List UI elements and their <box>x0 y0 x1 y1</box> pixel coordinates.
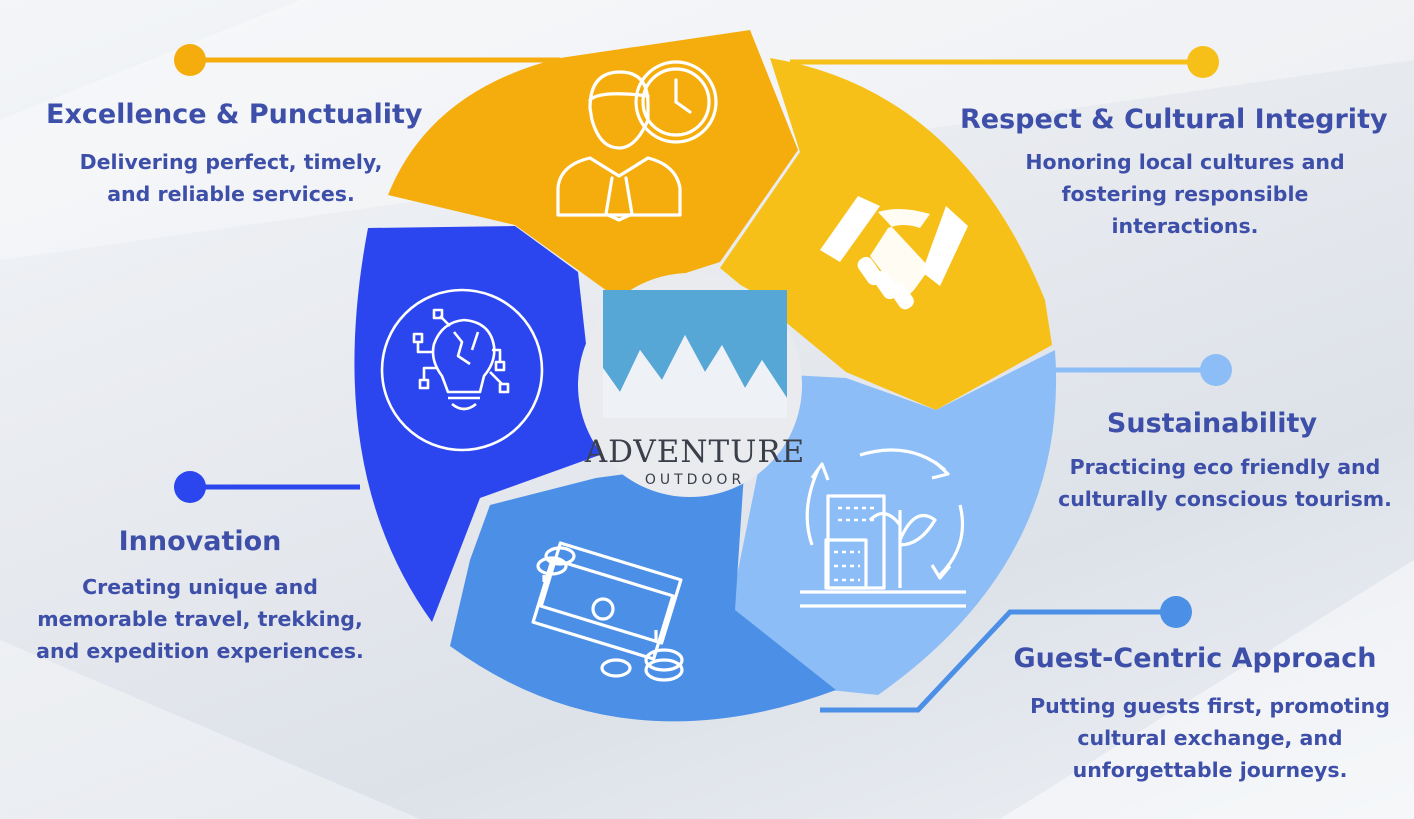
heading-respect: Respect & Cultural Integrity <box>960 104 1388 135</box>
desc-line: Putting guests first, promoting <box>1030 694 1390 718</box>
desc-line: and expedition experiences. <box>36 639 364 663</box>
handshake-icon <box>820 196 968 310</box>
desc-innovation: Creating unique and memorable travel, tr… <box>10 571 390 667</box>
businessman-clock-icon <box>556 60 718 222</box>
segment-excellence <box>388 30 798 296</box>
desc-line: Practicing eco friendly and <box>1069 455 1381 479</box>
adventure-logo <box>603 290 787 418</box>
desc-line: Creating unique and <box>82 575 318 599</box>
money-coins-icon <box>531 541 684 682</box>
logo-brand-text: ADVENTURE <box>584 434 806 470</box>
desc-guest: Putting guests first, promoting cultural… <box>1010 690 1410 786</box>
heading-innovation: Innovation <box>118 526 282 557</box>
heading-excellence: Excellence & Punctuality <box>46 99 423 130</box>
logo-sub-text: OUTDOOR <box>645 472 745 488</box>
desc-respect: Honoring local cultures and fostering re… <box>980 146 1390 242</box>
heading-guest: Guest-Centric Approach <box>1013 643 1377 674</box>
segment-guest <box>450 458 836 722</box>
connector-innovation <box>174 471 360 503</box>
connector-guest <box>820 596 1192 713</box>
connector-sustainability <box>1040 354 1232 386</box>
desc-line: culturally conscious tourism. <box>1058 487 1392 511</box>
desc-line: fostering responsible <box>1061 182 1309 206</box>
connector-excellence <box>174 44 560 76</box>
desc-line: unforgettable journeys. <box>1072 758 1348 782</box>
heading-sustainability: Sustainability <box>1106 408 1318 439</box>
lightbulb-circuit-icon <box>380 288 544 452</box>
connector-respect <box>790 46 1219 78</box>
desc-excellence: Delivering perfect, timely, and reliable… <box>26 146 436 210</box>
desc-line: and reliable services. <box>107 182 355 206</box>
desc-line: interactions. <box>1111 214 1259 238</box>
segment-innovation <box>354 226 608 622</box>
desc-line: cultural exchange, and <box>1077 726 1343 750</box>
segment-sustainability <box>730 350 1057 695</box>
desc-line: Delivering perfect, timely, <box>79 150 383 174</box>
desc-line: memorable travel, trekking, <box>37 607 363 631</box>
desc-line: Honoring local cultures and <box>1025 150 1345 174</box>
eco-building-icon <box>800 448 966 608</box>
desc-sustainability: Practicing eco friendly and culturally c… <box>1040 451 1410 515</box>
